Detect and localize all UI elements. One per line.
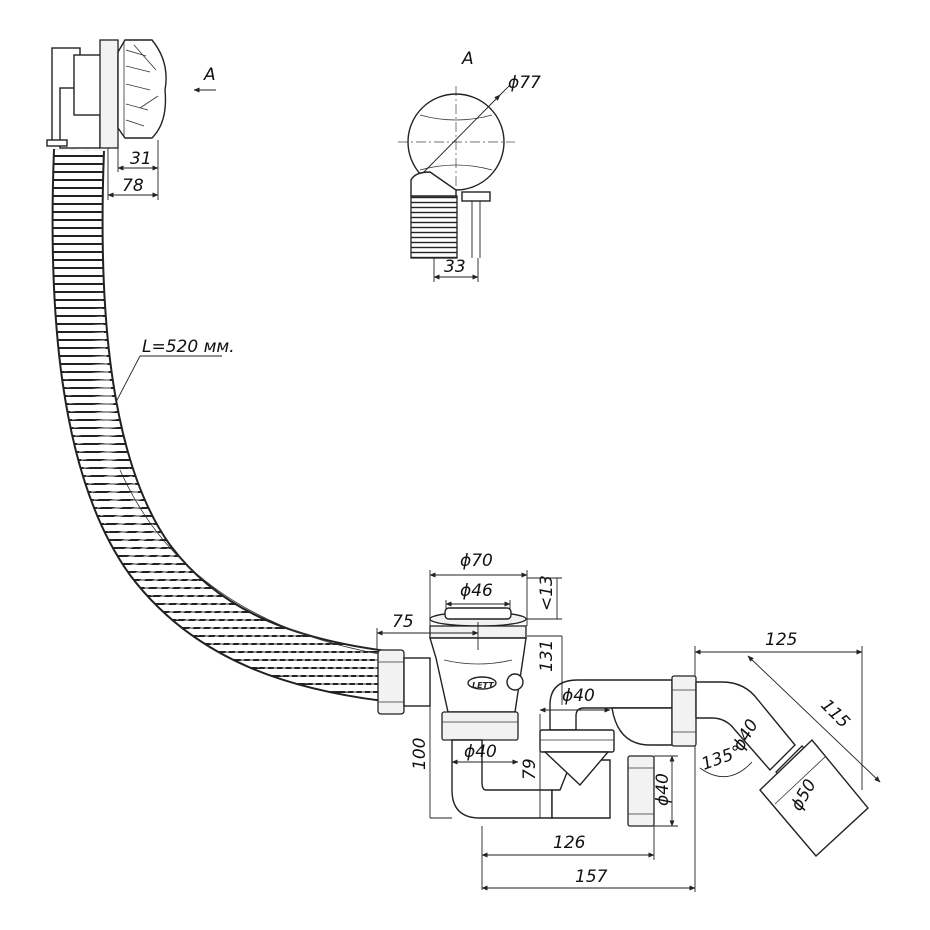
dim-phi70: ϕ70 [460,551,493,571]
dim-157: 157 [575,867,608,887]
overflow-dimensions: 31 78 [107,140,159,200]
dim-phi46: ϕ46 [460,581,493,601]
dim-lt13: <13 [537,575,557,611]
brand-logo: LETT [472,681,494,690]
drain-body: LETT [377,607,527,741]
view-marker: A [193,65,216,93]
hose-length-label: L=520 мм. [142,337,235,357]
dim-131: 131 [537,640,557,672]
view-marker-label: A [203,65,216,85]
dim-125: 125 [765,630,797,650]
overflow-head [46,39,167,149]
dim-135-angle: 135° [699,742,744,775]
dim-phi40-branch: ϕ40 [562,686,595,706]
dim-33: 33 [444,257,466,277]
drain-dimensions: ϕ70 ϕ46 <13 131 75 100 ϕ40 79 ϕ40 [376,551,881,892]
dim-100: 100 [410,738,430,770]
dim-31: 31 [130,149,152,169]
flexible-hose [51,149,389,702]
dim-phi40-side: ϕ40 [653,773,673,806]
dim-78: 78 [122,176,144,196]
dim-79: 79 [520,758,540,780]
dim-phi40-trap: ϕ40 [464,742,497,762]
view-a-title: A [461,49,474,69]
dim-126: 126 [553,833,586,853]
hose-length-callout: L=520 мм. [115,337,235,403]
view-a-detail: A ϕ77 33 [398,49,541,282]
dim-phi77: ϕ77 [508,73,541,93]
dim-75: 75 [392,612,414,632]
